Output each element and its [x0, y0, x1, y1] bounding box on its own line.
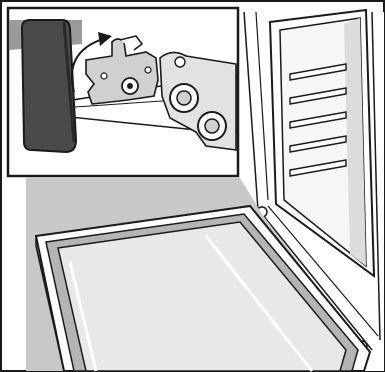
inset-detail-panel [8, 8, 238, 176]
